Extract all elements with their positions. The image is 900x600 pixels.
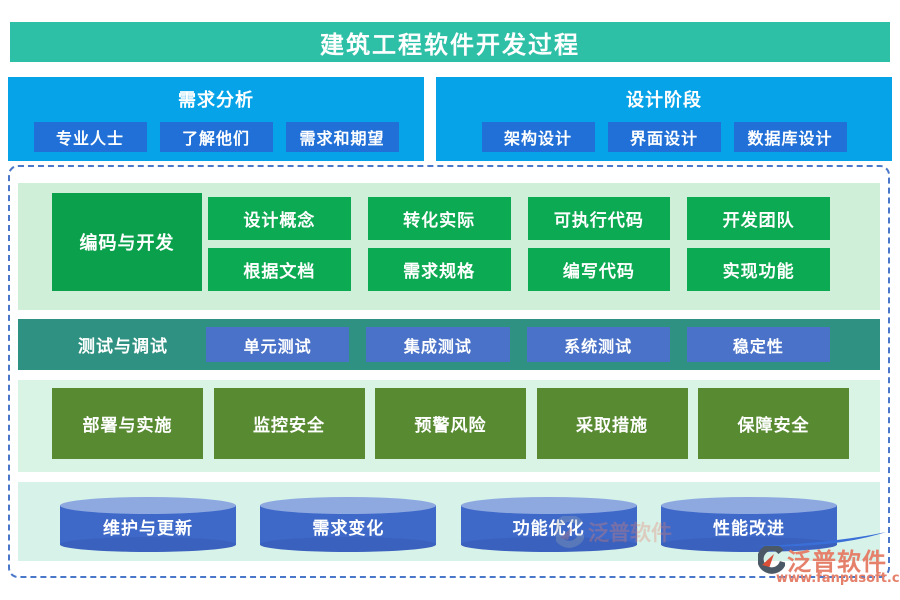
testing-stage-row: 测试与调试 单元测试 集成测试 系统测试 稳定性	[18, 319, 880, 370]
panel-design-title: 设计阶段	[626, 90, 702, 111]
requirement-change-label: 需求变化	[312, 519, 385, 539]
deployment-step-take-measures: 采取措施	[536, 388, 688, 459]
requirements-item-needs-expectations: 需求和期望	[285, 122, 399, 152]
maintenance-cylinders-row: 维护与更新 需求变化 功能优化 性能改进	[60, 497, 837, 552]
maintenance-label: 维护与更新	[103, 519, 193, 539]
fanpu-logo-icon	[758, 545, 785, 574]
coding-stage-label: 编码与开发	[52, 193, 202, 291]
feature-optimization-label: 功能优化	[512, 519, 585, 539]
panel-requirements: 需求分析 专业人士 了解他们 需求和期望	[8, 77, 424, 161]
maintenance-cylinder-maintain-update: 维护与更新	[60, 497, 236, 552]
maintenance-stage-row: 维护与更新 需求变化 功能优化 性能改进	[18, 482, 880, 561]
testing-stage-label: 测试与调试	[78, 337, 168, 357]
design-item-database: 数据库设计	[733, 122, 847, 152]
testing-step-unit-test: 单元测试	[206, 327, 350, 362]
coding-step-per-documents: 根据文档	[208, 248, 351, 291]
requirements-item-understand-users: 了解他们	[159, 122, 273, 152]
design-item-interface: 界面设计	[607, 122, 721, 152]
page-title: 建筑工程软件开发过程	[10, 22, 890, 62]
coding-step-translate-reality: 转化实际	[367, 197, 511, 240]
maintenance-cylinder-performance-improvement: 性能改进	[660, 497, 837, 552]
logo-swoosh-arc	[754, 532, 886, 547]
deployment-step-ensure-safety: 保障安全	[698, 388, 849, 459]
deployment-stage-row: 部署与实施 监控安全 预警风险 采取措施 保障安全	[18, 380, 880, 472]
panel-requirements-items: 专业人士 了解他们 需求和期望	[8, 122, 424, 152]
logo-text: 泛普软件	[787, 548, 887, 576]
coding-step-dev-team: 开发团队	[687, 197, 830, 240]
testing-step-integration-test: 集成测试	[366, 327, 510, 362]
deployment-step-risk-warning: 预警风险	[375, 388, 526, 459]
coding-step-design-concept: 设计概念	[208, 197, 351, 240]
testing-step-system-test: 系统测试	[526, 327, 670, 362]
coding-stage-row: 编码与开发 设计概念 转化实际 可执行代码 开发团队 根据文档 需求规格 编写代…	[18, 183, 880, 310]
logo-row: 泛普软件	[758, 542, 887, 577]
deployment-step-monitor-safety: 监控安全	[213, 388, 365, 459]
coding-steps-grid: 设计概念 转化实际 可执行代码 开发团队 根据文档 需求规格 编写代码 实现功能	[208, 197, 830, 291]
performance-improvement-label: 性能改进	[712, 519, 785, 539]
coding-step-implement-features: 实现功能	[687, 248, 830, 291]
testing-steps-grid: 单元测试 集成测试 系统测试 稳定性	[206, 327, 830, 362]
deployment-steps-row: 部署与实施 监控安全 预警风险 采取措施 保障安全	[52, 388, 849, 459]
requirements-item-professionals: 专业人士	[33, 122, 147, 152]
panel-design-items: 架构设计 界面设计 数据库设计	[436, 122, 892, 152]
coding-step-executable-code: 可执行代码	[527, 197, 671, 240]
coding-step-requirement-specs: 需求规格	[367, 248, 511, 291]
deployment-stage-label: 部署与实施	[52, 388, 203, 459]
fanpu-brand-logo: 泛普软件 www.fanpusoft.com	[754, 532, 900, 596]
coding-step-write-code: 编写代码	[527, 248, 671, 291]
logo-website: www.fanpusoft.com	[776, 571, 900, 586]
maintenance-cylinder-feature-optimization: 功能优化	[460, 497, 637, 552]
testing-step-stability: 稳定性	[686, 327, 830, 362]
panel-requirements-title: 需求分析	[178, 90, 254, 111]
process-flow-container: 编码与开发 设计概念 转化实际 可执行代码 开发团队 根据文档 需求规格 编写代…	[8, 165, 890, 578]
maintenance-cylinder-requirement-change: 需求变化	[260, 497, 437, 552]
design-item-architecture: 架构设计	[481, 122, 595, 152]
panel-design: 设计阶段 架构设计 界面设计 数据库设计	[436, 77, 892, 161]
